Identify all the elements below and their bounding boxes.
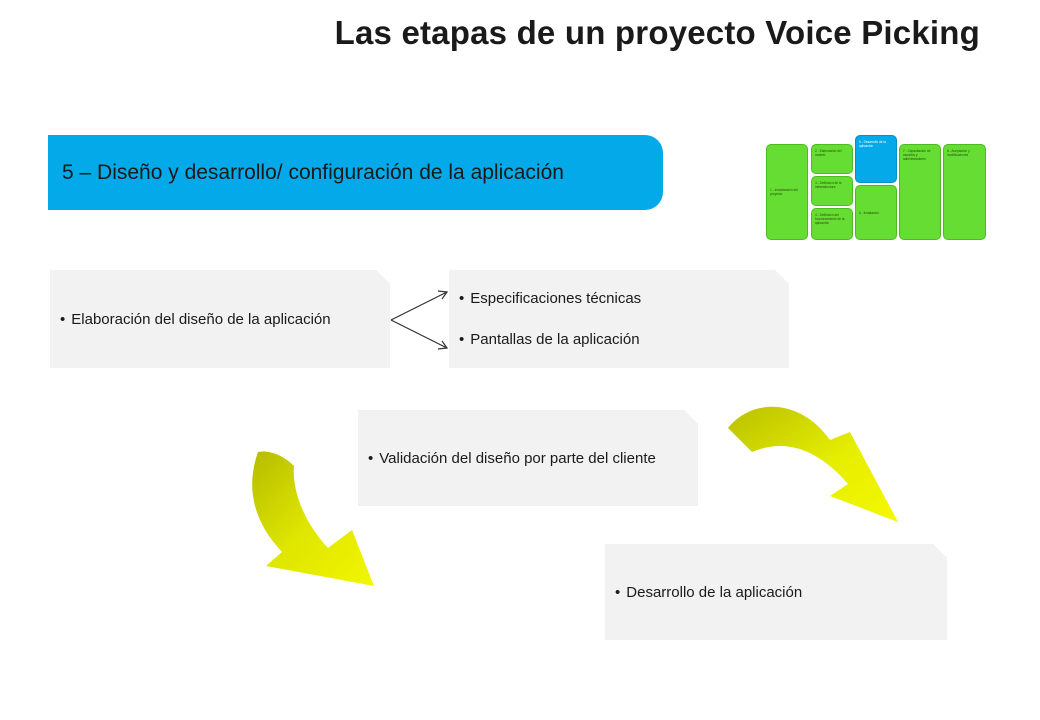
cycle-arrow-left — [252, 451, 374, 586]
mini-stage-5: 5 - Desarrollo de la aplicación — [855, 135, 897, 183]
branch-connector — [390, 290, 449, 350]
specs-item: Especificaciones técnicas — [459, 290, 789, 307]
deliverables-box: Especificaciones técnicas Pantallas de l… — [449, 270, 789, 368]
design-item: Elaboración del diseño de la aplicación — [60, 311, 390, 328]
stage-mini-map: 1 - Inicialización del proyecto 2 - Elab… — [765, 135, 987, 241]
mini-stage-8: 8 - Aceptación y modificaciones — [943, 144, 986, 240]
mini-stage-1: 1 - Inicialización del proyecto — [766, 144, 808, 240]
design-box: Elaboración del diseño de la aplicación — [50, 270, 390, 368]
validation-box: Validación del diseño por parte del clie… — [358, 410, 698, 506]
screens-item: Pantallas de la aplicación — [459, 331, 789, 348]
stage-banner-label: 5 – Diseño y desarrollo/ configuración d… — [62, 160, 564, 184]
stage-banner: 5 – Diseño y desarrollo/ configuración d… — [48, 135, 663, 210]
validation-item: Validación del diseño por parte del clie… — [368, 450, 698, 467]
mini-stage-7: 7 - Capacitación de usuarios y administr… — [899, 144, 941, 240]
page-title: Las etapas de un proyecto Voice Picking — [334, 14, 980, 51]
cycle-arrow-right — [728, 406, 898, 522]
mini-stage-2: 2 - Elaboración del modelo — [811, 144, 853, 174]
development-item: Desarrollo de la aplicación — [615, 584, 947, 601]
mini-stage-3: 3 - Definición de la infraestructura — [811, 176, 853, 206]
mini-stage-6: 6 - Instalación — [855, 185, 897, 240]
mini-stage-4: 4 - Definición del funcionamiento de la … — [811, 208, 853, 240]
development-box: Desarrollo de la aplicación — [605, 544, 947, 640]
